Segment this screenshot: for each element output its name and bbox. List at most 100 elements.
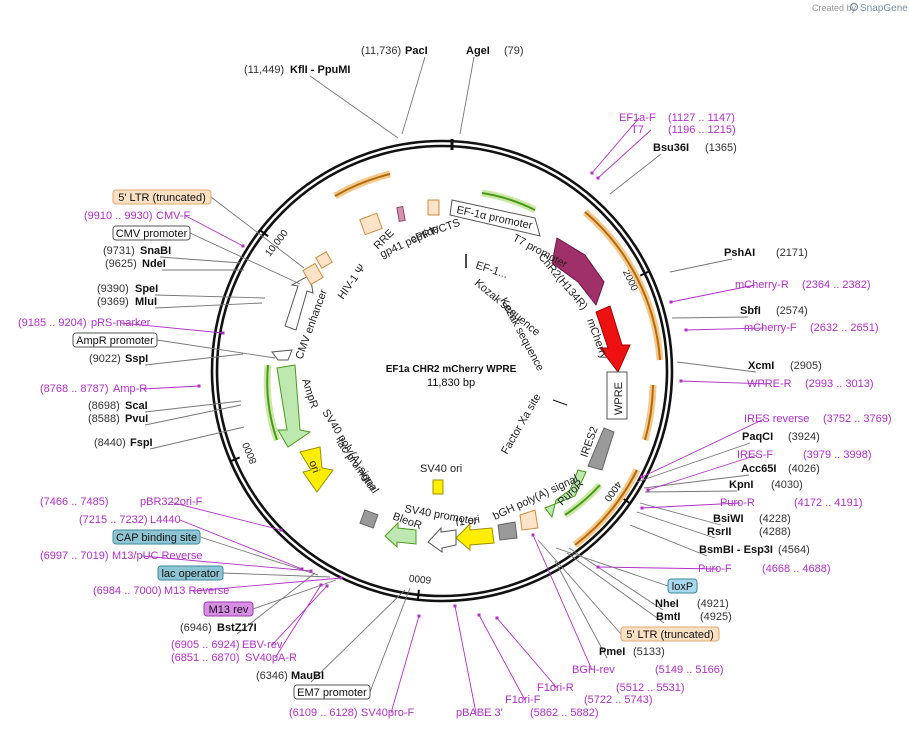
leader-line [144, 353, 244, 366]
enzyme-label[interactable]: SnaBI [140, 245, 171, 257]
primer-label[interactable]: Amp-R [113, 383, 147, 395]
enzyme-label[interactable]: Bsu36I [653, 142, 689, 154]
primer-label[interactable]: CMV-F [156, 210, 191, 222]
primer-label[interactable]: mCherry-F [744, 322, 797, 334]
enzyme-label[interactable]: AgeI [466, 45, 490, 57]
leader-line [141, 555, 312, 572]
enzyme-label[interactable]: SbfI [740, 305, 761, 317]
primer-label[interactable]: SV40pro-F [361, 707, 414, 719]
enzyme-label[interactable]: KflI - PpuMI [290, 64, 351, 76]
enzyme-position: (9369) [97, 296, 129, 308]
enzyme-label[interactable]: ScaI [125, 400, 148, 412]
leader-line [236, 572, 316, 635]
feature-box[interactable] [203, 601, 254, 617]
enzyme-label[interactable]: KpnI [729, 479, 753, 491]
primer-range: (5862 .. 5882) [530, 707, 599, 719]
primer-label[interactable]: F1ori-F [505, 694, 541, 706]
primer-label[interactable]: T7 [631, 124, 644, 136]
green-arc-3-core [266, 364, 278, 441]
primer-site-mark [453, 604, 457, 608]
ori-block [299, 446, 334, 493]
primer-label[interactable]: F1ori-R [537, 682, 574, 694]
feature-box[interactable] [112, 529, 201, 545]
enzyme-position: (9022) [89, 353, 121, 365]
primer-label[interactable]: Puro-R [720, 497, 755, 509]
enzyme-label[interactable]: PshAI [724, 247, 755, 259]
feature-box[interactable] [620, 626, 720, 642]
feature-box[interactable] [112, 189, 212, 205]
ltr-arc-outer [333, 170, 391, 200]
enzyme-label[interactable]: FspI [130, 437, 153, 449]
enzyme-position: (6946) [180, 622, 212, 634]
leader-line [144, 400, 242, 413]
feature-box[interactable] [293, 684, 371, 700]
primer-label[interactable]: Puro-F [698, 563, 732, 575]
primer-site-mark [679, 379, 683, 383]
leader-line [647, 454, 758, 491]
tick-mark [230, 456, 241, 463]
leader-line [310, 589, 406, 683]
enzyme-label[interactable]: PaqCI [742, 431, 773, 443]
primer-site-mark [221, 331, 225, 335]
enzyme-label[interactable]: SspI [125, 353, 148, 365]
enzyme-position: (1365) [705, 142, 737, 154]
cppt-block [427, 199, 440, 216]
primer-label[interactable]: EBV-rev [242, 639, 283, 651]
primer-site-mark [300, 567, 304, 571]
primer-label[interactable]: EF1a-F [619, 112, 656, 124]
enzyme-label[interactable]: PmeI [599, 646, 625, 658]
leader-line [597, 129, 652, 179]
primer-label[interactable]: mCherry-R [735, 279, 789, 291]
bleor-block [384, 521, 417, 549]
primer-label[interactable]: SV40pA-R [245, 652, 297, 664]
primer-label[interactable]: pBABE 3' [456, 707, 503, 719]
feature-box-label: CMV promoter [116, 228, 188, 240]
enzyme-label[interactable]: BmtI [656, 611, 680, 623]
lac-block [359, 509, 379, 529]
leader-line [144, 404, 242, 426]
primer-label[interactable]: M13 Reverse [164, 585, 229, 597]
enzyme-label[interactable]: NheI [655, 598, 679, 610]
primer-site-mark [319, 583, 323, 587]
backbone-inner [215, 144, 669, 598]
enzyme-label[interactable]: BstZ17I [217, 622, 257, 634]
primer-label[interactable]: IRES reverse [744, 413, 809, 425]
enzyme-label[interactable]: MluI [135, 296, 157, 308]
primer-range: (3752 .. 3769) [823, 413, 892, 425]
enzyme-label[interactable]: SpeI [135, 283, 158, 295]
primer-site-mark [339, 576, 343, 580]
enzyme-label[interactable]: RsrII [707, 526, 731, 538]
tick-mark [259, 229, 269, 238]
enzyme-label[interactable]: PvuI [125, 413, 148, 425]
snapgene-logo-icon [849, 2, 859, 12]
leader-line [597, 566, 719, 570]
enzyme-label[interactable]: PacI [405, 45, 428, 57]
primer-range: (1196 .. 1215) [668, 124, 736, 136]
enzyme-label[interactable]: NdeI [142, 258, 166, 270]
enzyme-label[interactable]: Acc65I [741, 463, 776, 475]
primer-label[interactable]: L4440 [150, 514, 181, 526]
enzyme-position: (4921) [697, 598, 729, 610]
enzyme-label[interactable]: BsmBI - Esp3I [699, 544, 773, 556]
enzyme-label[interactable]: BsiWI [713, 513, 744, 525]
leader-line [189, 232, 301, 285]
primer-range: (6109 .. 6128) [289, 707, 358, 719]
primer-label[interactable]: pRS-marker [91, 317, 151, 329]
enzyme-label[interactable]: MauBI [291, 670, 324, 682]
feature-box[interactable] [112, 225, 191, 241]
feature-box[interactable] [667, 578, 698, 594]
leader-line [644, 490, 738, 493]
leader-line [532, 534, 593, 671]
primer-range: (2993 .. 3013) [805, 378, 874, 390]
primer-label[interactable]: WPRE-R [747, 378, 792, 390]
primer-label[interactable]: IRES-F [737, 449, 773, 461]
leader-line [459, 56, 475, 135]
enzyme-label[interactable]: XcmI [748, 360, 774, 372]
primer-label[interactable]: pBR322ori-F [140, 496, 203, 508]
feature-box[interactable] [72, 332, 158, 348]
primer-label[interactable]: M13/pUC Reverse [112, 550, 202, 562]
primer-label[interactable]: BGH-rev [572, 664, 615, 676]
feature-box[interactable] [157, 565, 224, 581]
enzyme-position: (8698) [88, 400, 120, 412]
